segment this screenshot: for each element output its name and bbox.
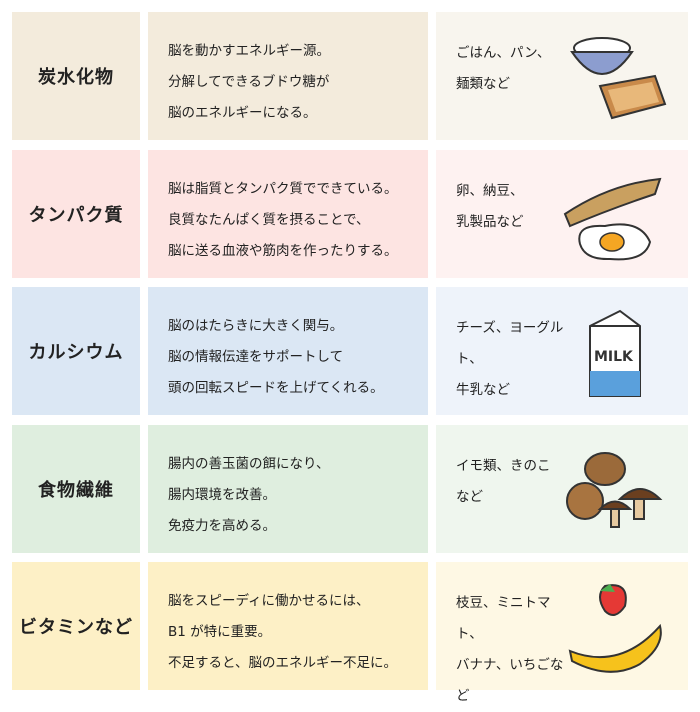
nutrient-row: ビタミンなど 脳をスピーディに働かせるには、 B1 が特に重要。 不足すると、脳… xyxy=(12,562,688,704)
nutrient-label: ビタミンなど xyxy=(12,562,140,690)
example-line: 卵、納豆、 xyxy=(456,182,524,199)
nutrient-name: タンパク質 xyxy=(28,204,124,226)
description-line: 脳に送る血液や筋肉を作ったりする。 xyxy=(168,242,398,259)
example-line: など xyxy=(456,488,483,505)
strawberry-banana-icon xyxy=(560,576,670,676)
nutrient-label: カルシウム xyxy=(12,287,140,415)
description-line: 脳をスピーディに働かせるには、 xyxy=(168,593,370,609)
milk-carton-icon: MILK xyxy=(560,301,670,401)
nutrient-row: 炭水化物 脳を動かすエネルギー源。 分解してできるブドウ糖が 脳のエネルギーにな… xyxy=(12,12,688,140)
food-examples: 卵、納豆、 乳製品など xyxy=(436,149,688,278)
description-line: 脳は脂質とタンパク質でできている。 xyxy=(168,180,398,197)
description-line: 頭の回転スピードを上げてくれる。 xyxy=(168,380,384,396)
description-line: 脳を動かすエネルギー源。 xyxy=(168,43,330,59)
description-line: 分解してできるブドウ糖が xyxy=(168,74,330,90)
nutrient-description: 脳のはたらきに大きく関与。 脳の情報伝達をサポートして 頭の回転スピードを上げて… xyxy=(148,287,428,415)
food-examples: イモ類、きのこ など xyxy=(436,424,688,553)
description-line: 免疫力を高める。 xyxy=(168,517,276,534)
example-line: 枝豆、ミニトマト、 xyxy=(456,595,551,642)
nutrient-name: ビタミンなど xyxy=(19,617,133,638)
nutrient-description: 脳を動かすエネルギー源。 分解してできるブドウ糖が 脳のエネルギーになる。 xyxy=(148,12,428,140)
nutrient-name: 食物繊維 xyxy=(38,479,114,501)
description-line: 脳のエネルギーになる。 xyxy=(168,105,317,121)
food-examples: 枝豆、ミニトマト、 バナナ、いちごなど xyxy=(436,562,688,704)
nutrient-row: カルシウム 脳のはたらきに大きく関与。 脳の情報伝達をサポートして 頭の回転スピ… xyxy=(12,287,688,415)
description-line: 腸内環境を改善。 xyxy=(168,486,276,503)
food-examples: チーズ、ヨーグルト、 牛乳など MILK xyxy=(436,287,688,415)
nutrient-description: 脳をスピーディに働かせるには、 B1 が特に重要。 不足すると、脳のエネルギー不… xyxy=(148,562,428,690)
nutrient-label: タンパク質 xyxy=(12,149,140,278)
potato-mushroom-icon xyxy=(560,439,670,539)
example-line: バナナ、いちごなど xyxy=(456,657,564,704)
nutrient-description: 腸内の善玉菌の餌になり、 腸内環境を改善。 免疫力を高める。 xyxy=(148,424,428,553)
svg-text:MILK: MILK xyxy=(594,349,634,365)
description-line: 脳の情報伝達をサポートして xyxy=(168,349,344,365)
example-line: 乳製品など xyxy=(456,213,524,230)
nutrient-name: 炭水化物 xyxy=(38,67,114,88)
example-line: 麺類など xyxy=(456,76,510,92)
nutrient-label: 食物繊維 xyxy=(12,424,140,553)
example-line: イモ類、きのこ xyxy=(456,457,551,474)
nutrient-label: 炭水化物 xyxy=(12,12,140,140)
example-line: 牛乳など xyxy=(456,382,510,398)
nutrient-row: タンパク質 脳は脂質とタンパク質でできている。 良質なたんぱく質を摂ることで、 … xyxy=(12,149,688,278)
example-line: ごはん、パン、 xyxy=(456,45,551,61)
food-examples: ごはん、パン、 麺類など xyxy=(436,12,688,140)
example-line: チーズ、ヨーグルト、 xyxy=(456,320,564,367)
nutrient-name: カルシウム xyxy=(28,342,124,363)
natto-egg-icon xyxy=(560,164,670,264)
nutrient-row: 食物繊維 腸内の善玉菌の餌になり、 腸内環境を改善。 免疫力を高める。 イモ類、… xyxy=(12,424,688,553)
nutrient-description: 脳は脂質とタンパク質でできている。 良質なたんぱく質を摂ることで、 脳に送る血液… xyxy=(148,149,428,278)
description-line: 不足すると、脳のエネルギー不足に。 xyxy=(168,655,397,671)
description-line: 腸内の善玉菌の餌になり、 xyxy=(168,455,330,472)
description-line: 良質なたんぱく質を摂ることで、 xyxy=(168,211,370,228)
description-line: 脳のはたらきに大きく関与。 xyxy=(168,318,344,334)
description-line: B1 が特に重要。 xyxy=(168,624,272,640)
rice-bowl-toast-icon xyxy=(560,26,670,126)
